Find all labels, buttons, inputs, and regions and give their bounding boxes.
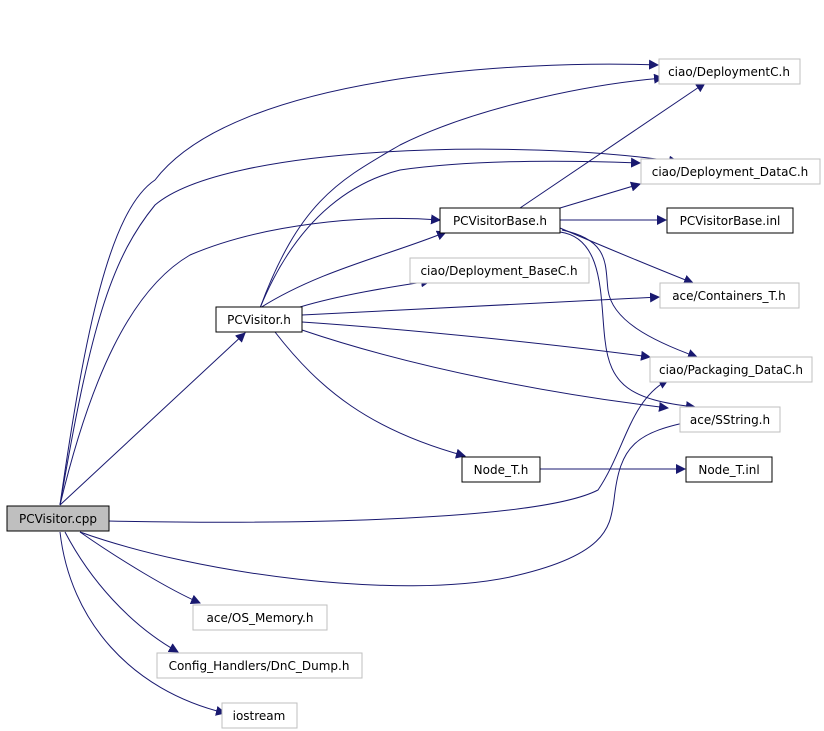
node-pcvisitorbase-h[interactable]: PCVisitorBase.h	[439, 207, 561, 234]
node-sstring-h[interactable]: ace/SString.h	[679, 406, 781, 433]
edge-h-to-sstring	[301, 329, 669, 412]
edge-cpp-to-deploymentc	[59, 59, 659, 506]
node-deployment-basec-h-label: ciao/Deployment_BaseC.h	[420, 264, 577, 278]
edge-cpp-to-deployment-datac	[59, 148, 679, 506]
edge-base-to-sstring	[559, 231, 696, 412]
node-os-memory-h-label: ace/OS_Memory.h	[207, 611, 314, 625]
edge-base-to-deployment-datac	[559, 181, 641, 209]
node-packaging-datac-h-label: ciao/Packaging_DataC.h	[659, 363, 803, 377]
edge-cpp-to-pcvisitor-h	[59, 332, 246, 506]
edge-h-to-deployment-basec	[299, 277, 431, 308]
node-deployment-datac-h-label: ciao/Deployment_DataC.h	[652, 165, 809, 179]
node-containers-t-h[interactable]: ace/Containers_T.h	[659, 282, 800, 309]
node-sstring-h-label: ace/SString.h	[690, 413, 770, 427]
edge-base-to-packaging-datac	[561, 229, 698, 359]
node-pcvisitorbase-h-label: PCVisitorBase.h	[453, 214, 547, 228]
node-deploymentc-h[interactable]: ciao/DeploymentC.h	[658, 58, 801, 85]
node-node-t-h[interactable]: Node_T.h	[461, 456, 541, 483]
node-node-t-h-label: Node_T.h	[474, 463, 529, 477]
edge-h-to-deploymentc	[259, 73, 664, 309]
edge-cpp-to-dnc-dump	[64, 531, 179, 653]
node-dnc-dump-h[interactable]: Config_Handlers/DnC_Dump.h	[156, 652, 363, 679]
edge-cpp-to-iostream	[59, 531, 226, 716]
edge-base-to-deploymentc	[519, 82, 706, 209]
node-pcvisitorbase-inl-label: PCVisitorBase.inl	[680, 214, 781, 228]
node-pcvisitor-cpp-label: PCVisitor.cpp	[19, 512, 97, 526]
node-deployment-datac-h[interactable]: ciao/Deployment_DataC.h	[640, 158, 821, 185]
node-packaging-datac-h[interactable]: ciao/Packaging_DataC.h	[649, 356, 813, 383]
edge-cpp-to-os-memory	[79, 531, 201, 605]
edge-cpp-to-pcvisitorbase	[59, 214, 441, 506]
node-containers-t-h-label: ace/Containers_T.h	[672, 289, 786, 303]
nodes: PCVisitor.cpp PCVisitor.h PCVisitorBase.…	[6, 58, 821, 729]
edge-h-to-node-t	[274, 331, 466, 459]
edge-h-to-containers	[301, 292, 660, 316]
node-pcvisitor-cpp[interactable]: PCVisitor.cpp	[6, 505, 110, 532]
node-dnc-dump-h-label: Config_Handlers/DnC_Dump.h	[169, 659, 350, 673]
edges	[59, 59, 706, 716]
edge-base-to-containers	[559, 227, 694, 285]
node-iostream-label: iostream	[233, 709, 286, 723]
node-iostream[interactable]: iostream	[221, 702, 298, 729]
node-node-t-inl[interactable]: Node_T.inl	[685, 456, 773, 483]
node-deployment-basec-h[interactable]: ciao/Deployment_BaseC.h	[409, 257, 590, 284]
edge-cpp-to-packaging-datac	[107, 379, 669, 523]
edge-h-to-packaging-datac	[301, 321, 651, 361]
node-deploymentc-h-label: ciao/DeploymentC.h	[668, 65, 790, 79]
edge-h-to-deployment-datac	[259, 157, 641, 309]
node-pcvisitor-h-label: PCVisitor.h	[227, 313, 291, 327]
edge-cpp-to-sstring	[79, 416, 699, 587]
node-pcvisitorbase-inl[interactable]: PCVisitorBase.inl	[666, 207, 794, 234]
node-os-memory-h[interactable]: ace/OS_Memory.h	[192, 604, 328, 631]
edge-h-to-pcvisitorbase	[259, 230, 447, 309]
node-pcvisitor-h[interactable]: PCVisitor.h	[215, 306, 303, 333]
node-node-t-inl-label: Node_T.inl	[698, 463, 759, 477]
